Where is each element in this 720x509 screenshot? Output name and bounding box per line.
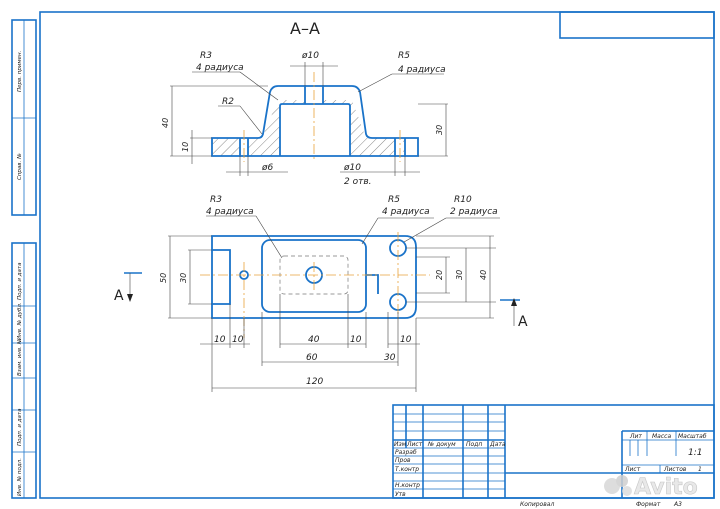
dim-d10-note: 2 отв. <box>344 177 372 187</box>
col-list: Лист <box>406 441 423 448</box>
dim-40: 40 <box>161 118 170 128</box>
plan-view: A A 50 30 20 30 40 R3 4 радиуса R5 <box>114 195 528 392</box>
lit-label: Лит <box>629 433 642 440</box>
dim-10-c: 10 <box>350 335 362 345</box>
col-doc: № докум <box>427 441 456 448</box>
dim-10-b: 10 <box>232 335 244 345</box>
masshtab-label: Масштаб <box>678 433 707 440</box>
row-tkontr: Т.контр <box>395 466 419 473</box>
format-value: A3 <box>673 501 682 508</box>
massa-label: Масса <box>652 433 671 440</box>
callout-r3-plan-note: 4 радиуса <box>206 207 254 217</box>
row-prov: Пров <box>395 457 411 464</box>
side-label: Подп. и дата <box>17 408 23 446</box>
title-block: Изм Лист № докум Подп Дата Разраб Пров Т… <box>392 404 715 499</box>
dim-40-bottom: 40 <box>308 335 320 345</box>
corner-box <box>559 11 715 39</box>
dim-30-left: 30 <box>179 273 188 283</box>
dim-60: 60 <box>306 353 318 363</box>
kopiroval-label: Копировал <box>520 501 554 508</box>
section-view: 40 10 30 ø10 R3 4 радиуса R5 4 радиуса R… <box>161 51 448 187</box>
dim-d10-bottom: ø10 <box>343 163 361 173</box>
dim-50: 50 <box>159 273 168 283</box>
dim-10-d: 10 <box>400 335 412 345</box>
dim-30-bottom: 30 <box>384 353 396 363</box>
callout-r10-plan-note: 2 радиуса <box>450 207 498 217</box>
row-utv: Утв <box>395 491 406 498</box>
callout-r5-plan: R5 <box>388 195 400 205</box>
watermark: Avito <box>604 475 698 500</box>
side-label: Взам. инв. № <box>17 338 23 376</box>
callout-r3: R3 <box>200 51 212 61</box>
callout-r3-note: 4 радиуса <box>196 63 244 73</box>
scale-value: 1:1 <box>688 448 702 458</box>
callout-r5: R5 <box>398 51 410 61</box>
section-title: А–А <box>290 19 320 38</box>
dim-10-a: 10 <box>214 335 226 345</box>
watermark-text: Avito <box>634 475 698 500</box>
section-mark-left: A <box>114 288 124 304</box>
dim-40-right: 40 <box>479 270 488 280</box>
dim-20: 20 <box>435 270 444 280</box>
sheet-frame <box>39 11 715 499</box>
row-nkontr: Н.контр <box>395 482 420 489</box>
callout-r2: R2 <box>222 97 234 107</box>
col-date: Дата <box>489 441 506 448</box>
side-label: Перв. примен. <box>17 50 23 92</box>
list-label: Лист <box>624 466 641 473</box>
format-label: Формат <box>636 501 661 508</box>
side-column: Перв. примен. Справ. № Подп. и дата Инв.… <box>11 19 37 499</box>
side-label: Справ. № <box>17 153 23 180</box>
side-label: Инв. № дубл. <box>17 302 23 340</box>
callout-r3-plan: R3 <box>210 195 222 205</box>
section-mark-right: A <box>518 314 528 330</box>
col-izm: Изм <box>394 441 407 448</box>
dim-10: 10 <box>181 142 190 152</box>
listov-label: Листов <box>663 466 687 473</box>
dim-d6: ø6 <box>261 163 274 173</box>
callout-r5-note: 4 радиуса <box>398 65 446 75</box>
side-label: Подп. и дата <box>17 262 23 300</box>
dim-120: 120 <box>306 377 323 387</box>
dim-30: 30 <box>435 125 444 135</box>
callout-r10-plan: R10 <box>454 195 472 205</box>
listov-value: 1 <box>698 466 702 473</box>
dim-d10-top: ø10 <box>301 51 319 61</box>
callout-r5-plan-note: 4 радиуса <box>382 207 430 217</box>
row-razrab: Разраб <box>395 449 417 456</box>
dim-30-right: 30 <box>455 270 464 280</box>
side-label: Инв. № подл. <box>17 458 23 496</box>
col-sign: Подп <box>466 441 482 448</box>
